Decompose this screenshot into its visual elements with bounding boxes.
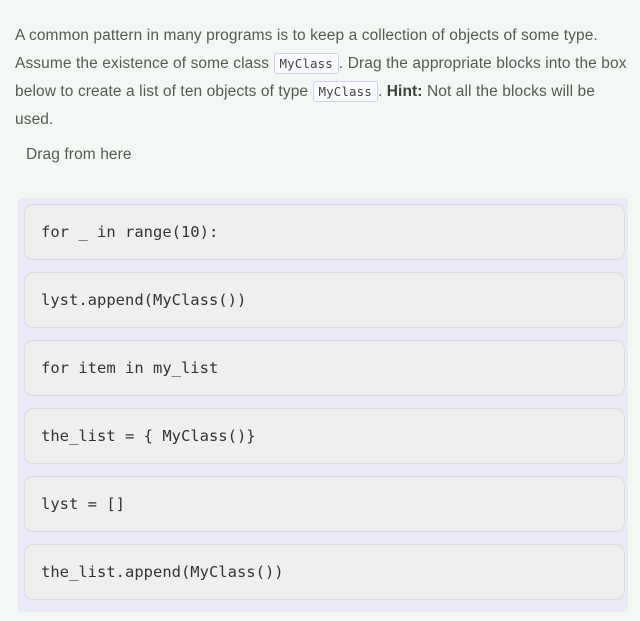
code-block-text: the_list.append(MyClass()) [41, 563, 284, 581]
code-block-text: for item in my_list [41, 359, 219, 377]
problem-statement-part1: A common pattern in many programs is to … [15, 26, 598, 72]
code-block-text: the_list = { MyClass()} [41, 427, 256, 445]
problem-statement-part2: . Drag the appropriate blocks into the b… [15, 54, 627, 100]
drag-from-here-label: Drag from here [26, 146, 132, 163]
draggable-code-block[interactable]: lyst.append(MyClass()) [24, 272, 625, 328]
inline-code-myclass-2: MyClass [312, 80, 378, 102]
code-block-text: lyst = [] [41, 495, 125, 513]
code-block-text: lyst.append(MyClass()) [41, 291, 247, 309]
draggable-code-block[interactable]: the_list.append(MyClass()) [24, 544, 625, 600]
draggable-code-block[interactable]: for item in my_list [24, 340, 625, 396]
draggable-code-block[interactable]: lyst = [] [24, 476, 625, 532]
problem-statement-part3: . [377, 82, 387, 100]
draggable-code-block[interactable]: the_list = { MyClass()} [24, 408, 625, 464]
draggable-code-block[interactable]: for _ in range(10): [24, 204, 625, 260]
code-block-text: for _ in range(10): [41, 223, 219, 241]
problem-statement: A common pattern in many programs is to … [15, 22, 630, 134]
drag-source-container[interactable]: for _ in range(10): lyst.append(MyClass(… [18, 198, 628, 612]
inline-code-myclass-1: MyClass [273, 52, 339, 74]
hint-label: Hint: [386, 82, 423, 100]
problem-statement-part4: Not all the blocks will be used. [15, 82, 595, 128]
